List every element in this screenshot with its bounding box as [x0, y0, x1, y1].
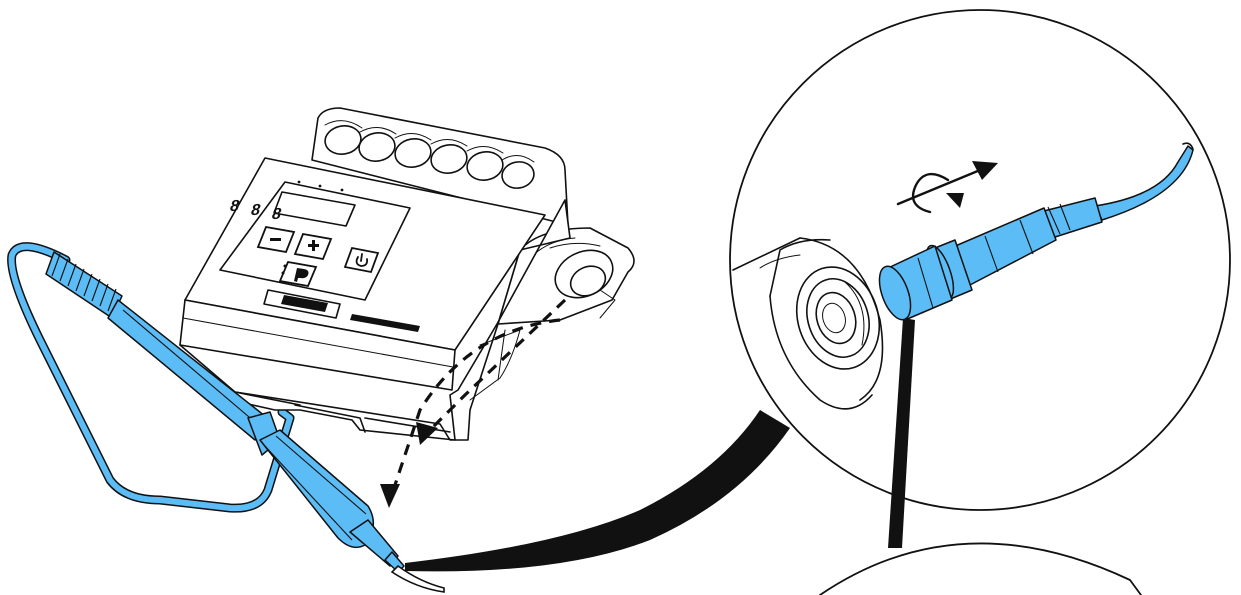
ultrasonic-device: 8 8 8 [180, 108, 634, 440]
port-detail [733, 238, 892, 409]
minus-icon [270, 238, 281, 241]
tip-detail-circle-partial [820, 543, 1141, 595]
handpiece-detail [873, 143, 1193, 324]
rotate-tighten-icon [898, 161, 998, 212]
strain-relief [46, 252, 122, 318]
callout-wedge-right [888, 318, 915, 548]
power-button[interactable] [345, 248, 378, 272]
